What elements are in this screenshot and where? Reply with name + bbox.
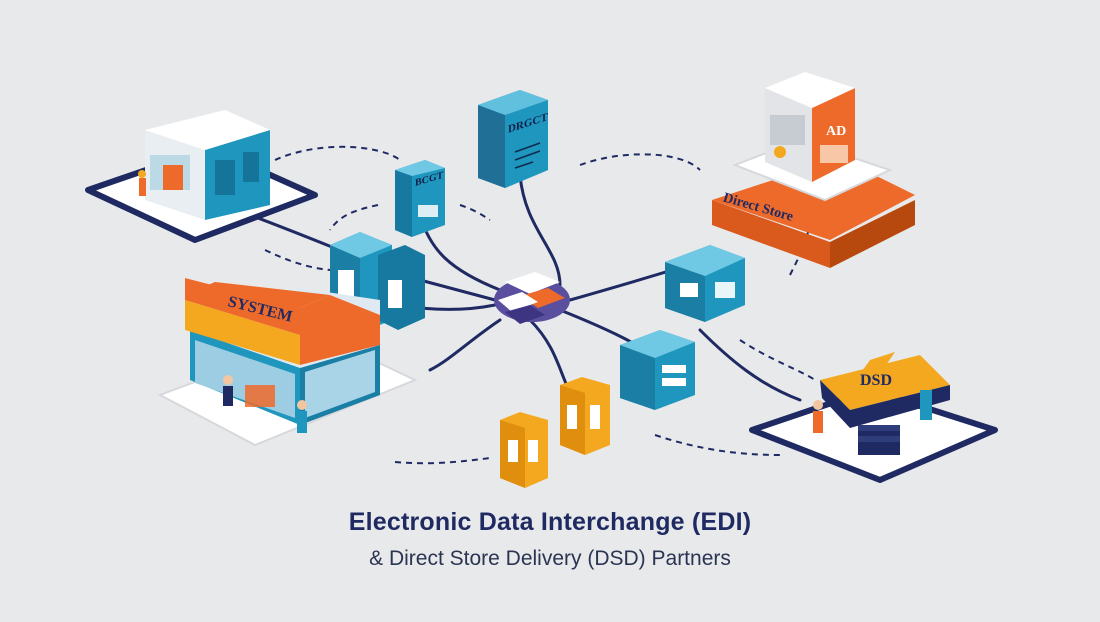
data-server-box <box>620 330 695 410</box>
data-hub <box>494 272 570 324</box>
file-cabinets-left <box>330 232 425 333</box>
server-tower-top: DRGCT <box>478 90 548 188</box>
system-store: SYSTEM <box>157 278 418 447</box>
diagram-subtitle: & Direct Store Delivery (DSD) Partners <box>369 547 731 570</box>
diagram-title: Electronic Data Interchange (EDI) <box>348 508 752 536</box>
kiosk-sign-dsd: DSD <box>860 372 892 389</box>
warehouse-building <box>85 110 318 243</box>
ad-sign-label: AD <box>826 124 846 139</box>
dsd-kiosk: DSD <box>749 352 998 483</box>
dashed-flow-arrows <box>264 145 816 465</box>
file-cabinet-right <box>665 245 745 322</box>
delivery-boxes <box>500 377 610 488</box>
server-tower-left: BCGT <box>395 160 445 237</box>
direct-store-building: Direct Store AD <box>712 72 915 268</box>
